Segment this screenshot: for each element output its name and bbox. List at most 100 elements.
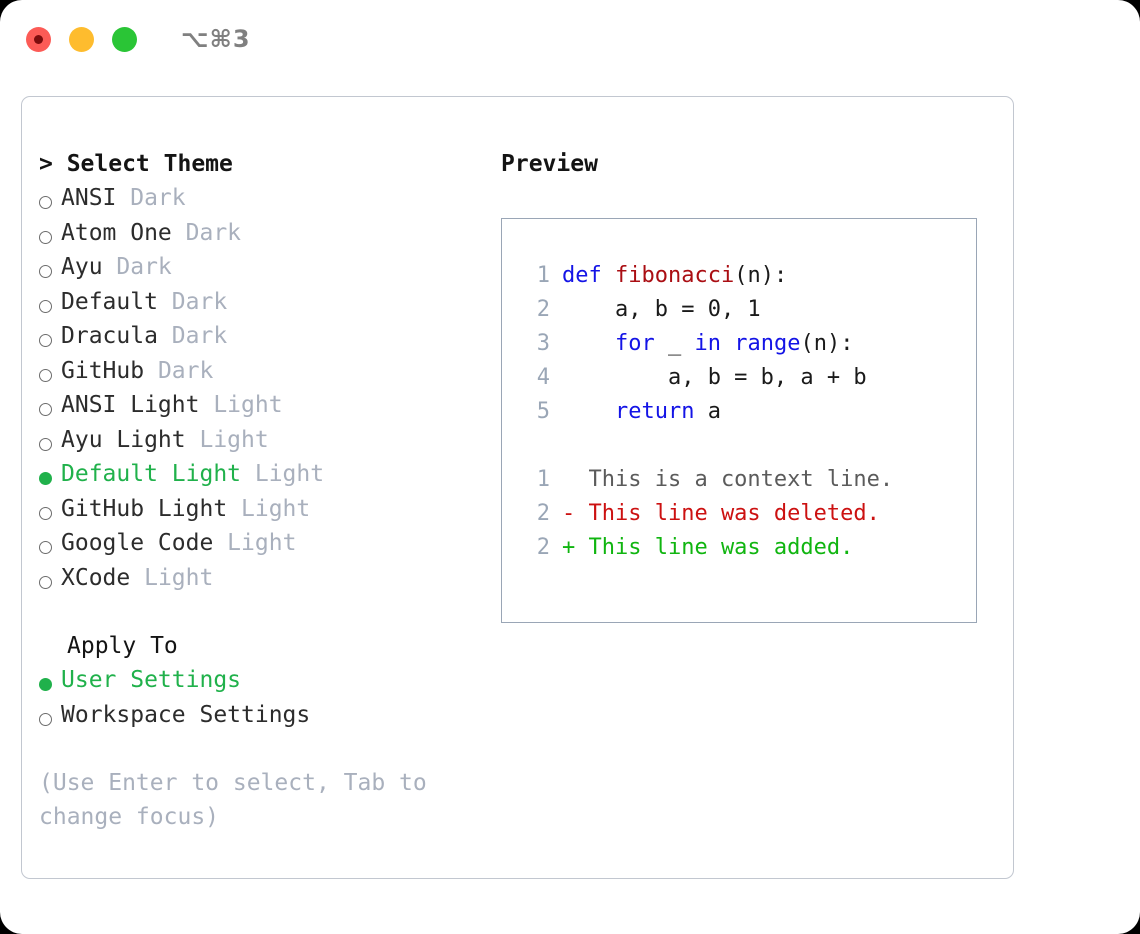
radio-dot bbox=[39, 472, 52, 485]
keyboard-hint-text: (Use Enter to select, Tab to change focu… bbox=[39, 770, 441, 830]
code-line-text: for _ in range(n): bbox=[562, 327, 853, 361]
theme-option-label: GitHub bbox=[61, 357, 145, 384]
theme-option-label: Ayu Light bbox=[61, 426, 186, 453]
select-theme-heading: > Select Theme bbox=[39, 151, 233, 177]
hint-spacer bbox=[39, 732, 499, 766]
theme-option-ansi[interactable]: ANSI Dark bbox=[39, 181, 499, 216]
theme-option-tag: Light bbox=[199, 392, 283, 418]
radio-unselected-icon bbox=[39, 427, 61, 461]
apply-to-option-user-settings[interactable]: User Settings bbox=[39, 663, 499, 698]
radio-dot bbox=[39, 196, 52, 209]
theme-option-label: ANSI bbox=[61, 185, 117, 211]
code-token: def bbox=[562, 263, 602, 288]
diff-line-text: - This line was deleted. bbox=[562, 501, 880, 526]
code-token: (n): bbox=[800, 331, 854, 356]
code-token: range bbox=[734, 331, 801, 356]
radio-dot bbox=[39, 334, 52, 347]
code-token: _ bbox=[654, 331, 695, 356]
theme-option-google-code[interactable]: Google Code Light bbox=[39, 526, 499, 561]
code-line: 5 return a bbox=[502, 395, 976, 429]
code-line-number: 2 bbox=[536, 297, 550, 322]
theme-option-label: Default bbox=[61, 288, 158, 315]
diff-line: 2 - This line was deleted. bbox=[502, 497, 976, 531]
radio-dot bbox=[39, 712, 52, 726]
theme-option-dracula[interactable]: Dracula Dark bbox=[39, 319, 499, 354]
theme-option-xcode[interactable]: XCode Light bbox=[39, 561, 499, 596]
diff-sample: 1 This is a context line. 2 - This line wa… bbox=[502, 463, 976, 565]
diff-line-text: This is a context line. bbox=[562, 467, 894, 492]
code-token: a, b = 0, 1 bbox=[562, 297, 761, 322]
theme-option-default[interactable]: Default Dark bbox=[39, 285, 499, 320]
recording-indicator-icon bbox=[34, 34, 43, 44]
radio-dot bbox=[39, 541, 52, 554]
radio-selected-icon bbox=[39, 462, 61, 496]
theme-option-github[interactable]: GitHub Dark bbox=[39, 354, 499, 389]
radio-dot bbox=[39, 437, 52, 451]
code-line-number: 4 bbox=[536, 365, 550, 390]
theme-option-ayu[interactable]: Ayu Dark bbox=[39, 250, 499, 285]
radio-unselected-icon bbox=[39, 565, 61, 599]
minimize-button[interactable] bbox=[69, 26, 94, 52]
radio-unselected-icon bbox=[39, 289, 61, 323]
radio-unselected-icon bbox=[39, 358, 61, 392]
code-token: return bbox=[614, 399, 695, 424]
theme-option-default-light[interactable]: Default Light Light bbox=[39, 457, 499, 492]
diff-line-number: 2 bbox=[536, 501, 550, 526]
close-button[interactable] bbox=[26, 26, 51, 52]
code-token: in bbox=[694, 331, 721, 356]
radio-unselected-icon bbox=[39, 531, 61, 565]
apply-to-option-label: Workspace Settings bbox=[61, 701, 311, 728]
code-line-number: 3 bbox=[536, 331, 550, 356]
theme-option-label: Dracula bbox=[61, 323, 158, 349]
maximize-button[interactable] bbox=[112, 26, 137, 52]
apply-to-option-workspace-settings[interactable]: Workspace Settings bbox=[39, 698, 499, 733]
theme-option-tag: Light bbox=[185, 426, 269, 453]
radio-dot bbox=[39, 265, 52, 278]
code-line-text: a, b = 0, 1 bbox=[562, 293, 761, 327]
code-token: (n): bbox=[734, 263, 788, 288]
radio-unselected-icon bbox=[39, 186, 61, 220]
code-line-text: return a bbox=[562, 395, 721, 429]
radio-dot bbox=[39, 230, 52, 244]
theme-option-tag: Light bbox=[241, 461, 325, 487]
code-token bbox=[721, 331, 734, 356]
theme-option-ayu-light[interactable]: Ayu Light Light bbox=[39, 423, 499, 458]
diff-line-number: 2 bbox=[536, 535, 550, 560]
theme-option-atom-one[interactable]: Atom One Dark bbox=[39, 216, 499, 251]
radio-dot bbox=[39, 506, 52, 520]
radio-dot bbox=[39, 368, 52, 382]
theme-option-ansi-light[interactable]: ANSI Light Light bbox=[39, 388, 499, 423]
code-line-text: a, b = b, a + b bbox=[562, 361, 867, 395]
radio-unselected-icon bbox=[39, 255, 61, 289]
diff-line-text: + This line was added. bbox=[562, 535, 854, 560]
code-token bbox=[562, 399, 615, 424]
theme-option-tag: Dark bbox=[144, 357, 214, 384]
radio-unselected-icon bbox=[39, 496, 61, 530]
radio-dot bbox=[39, 575, 52, 589]
apply-to-heading: Apply To bbox=[67, 633, 178, 659]
theme-option-tag: Dark bbox=[157, 323, 228, 349]
theme-option-github-light[interactable]: GitHub Light Light bbox=[39, 492, 499, 527]
code-line-number: 5 bbox=[536, 399, 550, 424]
code-line-text: def fibonacci(n): bbox=[562, 259, 787, 293]
title-bar: ⌥⌘3 bbox=[0, 0, 1140, 78]
keyboard-shortcut-label: ⌥⌘3 bbox=[181, 25, 251, 53]
theme-option-tag: Light bbox=[213, 530, 297, 556]
radio-dot bbox=[39, 299, 52, 313]
theme-option-tag: Dark bbox=[116, 185, 186, 211]
code-diff-separator bbox=[502, 429, 976, 463]
theme-option-label: XCode bbox=[61, 564, 131, 591]
radio-unselected-icon bbox=[39, 220, 61, 254]
diff-line: 1 This is a context line. bbox=[502, 463, 976, 497]
theme-option-tag: Dark bbox=[171, 219, 242, 246]
code-token: for bbox=[614, 331, 655, 356]
diff-line: 2 + This line was added. bbox=[502, 531, 976, 565]
radio-unselected-icon bbox=[39, 393, 61, 427]
theme-option-label: Atom One bbox=[61, 219, 172, 246]
